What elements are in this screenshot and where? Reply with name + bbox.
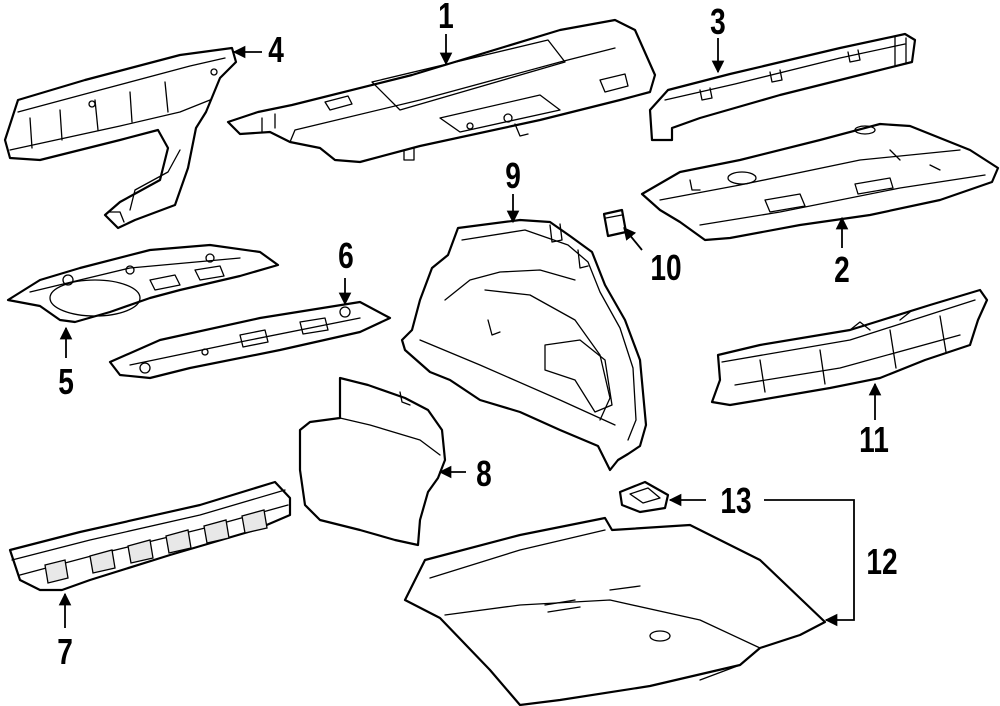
part-4-upper-bracket[interactable] xyxy=(3,46,238,230)
part-1-package-tray[interactable] xyxy=(226,18,657,164)
callout-5: 5 xyxy=(58,362,74,402)
callout-11: 11 xyxy=(859,420,889,460)
part-6-lower-panel[interactable] xyxy=(108,300,392,380)
callout-labels: 1 2 3 4 5 6 7 8 9 10 11 12 13 xyxy=(57,0,897,672)
part-10-clip[interactable] xyxy=(602,208,628,238)
leader-10 xyxy=(623,227,643,251)
callout-10: 10 xyxy=(650,248,681,288)
callout-9: 9 xyxy=(505,156,521,196)
part-5-middle-shelf[interactable] xyxy=(6,243,280,324)
part-7-cross-member[interactable] xyxy=(8,480,292,592)
leader-12 xyxy=(764,499,855,627)
part-2-floor-pan[interactable] xyxy=(640,122,1000,242)
callout-13: 13 xyxy=(720,481,751,521)
part-8-side-panel[interactable] xyxy=(298,376,447,547)
part-12-floor-mat[interactable] xyxy=(403,516,827,706)
part-9-quarter-trim[interactable] xyxy=(400,218,648,472)
callout-12: 12 xyxy=(866,542,897,582)
part-3-upper-rail[interactable] xyxy=(648,32,917,142)
callout-7: 7 xyxy=(57,632,73,672)
callout-2: 2 xyxy=(834,250,850,290)
callout-8: 8 xyxy=(476,454,492,494)
leader-lines xyxy=(58,34,882,628)
callout-1: 1 xyxy=(438,0,454,36)
callout-6: 6 xyxy=(338,236,354,276)
callout-4: 4 xyxy=(268,30,284,70)
part-13-hook[interactable] xyxy=(618,480,670,514)
part-11-lower-rail[interactable] xyxy=(710,288,989,407)
callout-3: 3 xyxy=(710,2,726,42)
